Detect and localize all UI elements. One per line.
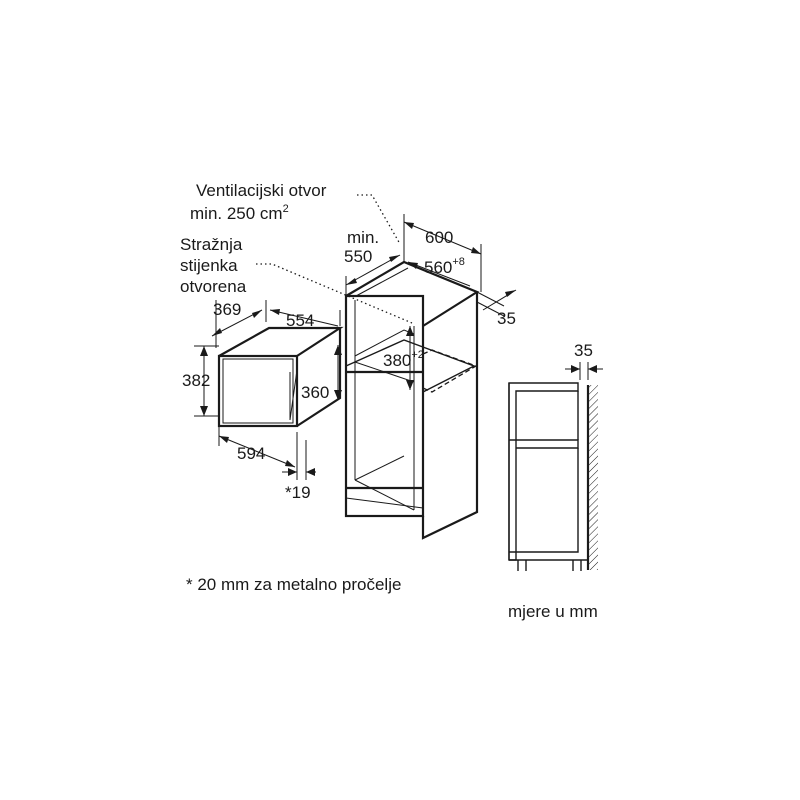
dim-niche-height-label: 380+2 [383, 349, 424, 370]
dim-side-gap-label: 35 [497, 309, 516, 328]
dim-appliance-height [194, 345, 219, 417]
dim-niche-height [406, 326, 414, 390]
dim-appliance-width-top [269, 309, 341, 327]
vent-label-line2: min. 250 cm2 [190, 203, 289, 223]
rear-wall-leader-line [256, 263, 413, 324]
dim-niche-width-label: 560+8 [424, 256, 465, 277]
vent-leader-line [357, 194, 401, 245]
dim-appliance-width-bottom-label: 594 [237, 444, 265, 463]
vent-label-line1: Ventilacijski otvor [196, 181, 327, 200]
dim-appliance-width-top-label: 554 [286, 311, 314, 330]
dim-wall-gap [565, 362, 603, 380]
dim-side-gap [476, 289, 517, 317]
rear-wall-label-line1: Stražnja [180, 235, 243, 254]
dim-appliance-depth [211, 300, 267, 348]
rear-wall-label-line2: stijenka [180, 256, 238, 275]
dim-cabinet-width [403, 214, 482, 292]
rear-wall-label-line3: otvorena [180, 277, 247, 296]
dim-niche-width [407, 261, 471, 287]
dim-cabinet-min [345, 254, 401, 296]
dim-appliance-width-bottom [218, 426, 307, 480]
dim-appliance-inner-height [334, 345, 342, 400]
dim-cabinet-min-label: min. [347, 228, 379, 247]
dim-appliance-inner-height-label: 360 [301, 383, 329, 402]
dim-cabinet-min-value: 550 [344, 247, 372, 266]
dim-appliance-height-label: 382 [182, 371, 210, 390]
side-view-drawing [508, 382, 598, 571]
dim-cabinet-width-label: 600 [425, 228, 453, 247]
dim-front-offset [282, 468, 316, 476]
dim-appliance-depth-label: 369 [213, 300, 241, 319]
dim-wall-gap-label: 35 [574, 341, 593, 360]
dim-front-offset-label: *19 [285, 483, 311, 502]
footnote-text: * 20 mm za metalno pročelje [186, 575, 401, 594]
units-note-text: mjere u mm [508, 602, 598, 621]
appliance-drawing [217, 326, 344, 428]
cabinet-drawing [344, 260, 480, 540]
